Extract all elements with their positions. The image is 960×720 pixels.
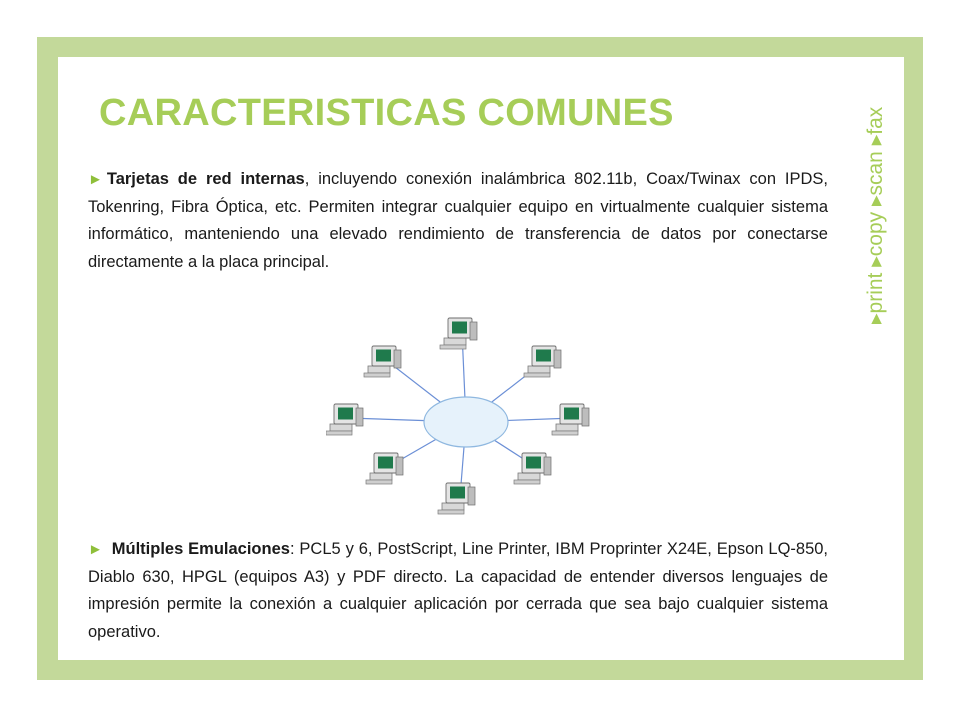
computer-base xyxy=(329,423,353,432)
computer-side xyxy=(543,456,552,476)
desktop-computer-icon xyxy=(523,345,562,378)
desktop-computer-icon xyxy=(513,452,552,485)
network-diagram-svg xyxy=(325,317,590,515)
computer-base xyxy=(517,472,541,481)
computer-side xyxy=(395,456,404,476)
computer-screen xyxy=(564,407,579,420)
computer-screen xyxy=(378,456,393,469)
computer-keyboard xyxy=(363,372,391,378)
computer-keyboard xyxy=(523,372,551,378)
computer-side xyxy=(553,349,562,369)
slide-panel xyxy=(58,57,904,660)
computer-screen xyxy=(450,486,465,499)
computer-keyboard xyxy=(325,430,353,436)
computer-keyboard xyxy=(439,344,467,350)
computer-side xyxy=(355,407,364,427)
computer-side xyxy=(467,486,476,506)
desktop-computer-icon xyxy=(325,403,364,436)
computer-keyboard xyxy=(437,509,465,515)
desktop-computer-icon xyxy=(551,403,590,436)
network-hub xyxy=(423,396,509,448)
side-tagline: ▸print ▸copy ▸scan ▸fax xyxy=(860,78,890,324)
computer-keyboard xyxy=(513,479,541,485)
computer-screen xyxy=(338,407,353,420)
network-star-diagram xyxy=(325,312,606,522)
computer-keyboard xyxy=(365,479,393,485)
paragraph-emulations: ► Múltiples Emulaciones: PCL5 y 6, PostS… xyxy=(88,536,828,646)
computer-base xyxy=(443,337,467,346)
computer-screen xyxy=(536,349,551,362)
computer-screen xyxy=(376,349,391,362)
side-tagline-text: ▸print ▸copy ▸scan ▸fax xyxy=(864,106,887,324)
computer-side xyxy=(393,349,402,369)
computer-screen xyxy=(526,456,541,469)
computer-base xyxy=(441,502,465,511)
bullet-arrow-icon: ► xyxy=(88,171,103,188)
computer-base xyxy=(527,365,551,374)
slide-title: CARACTERISTICAS COMUNES xyxy=(99,92,674,134)
computer-side xyxy=(469,321,478,341)
computer-screen xyxy=(452,321,467,334)
desktop-computer-icon xyxy=(437,482,476,515)
paragraph-body: : PCL5 y 6, PostScript, Line Printer, IB… xyxy=(88,540,829,641)
paragraph-network-cards: ►Tarjetas de red internas, incluyendo co… xyxy=(88,166,828,276)
computer-keyboard xyxy=(551,430,579,436)
bullet-arrow-icon: ► xyxy=(88,541,103,558)
desktop-computer-icon xyxy=(363,345,402,378)
computer-base xyxy=(369,472,393,481)
paragraph-body: , incluyendo conexión inalámbrica 802.11… xyxy=(88,170,829,271)
computer-base xyxy=(555,423,579,432)
computer-base xyxy=(367,365,391,374)
computer-side xyxy=(581,407,590,427)
desktop-computer-icon xyxy=(439,317,478,350)
desktop-computer-icon xyxy=(365,452,404,485)
paragraph-heading: Tarjetas de red internas xyxy=(106,170,305,188)
paragraph-heading: Múltiples Emulaciones xyxy=(111,540,290,558)
